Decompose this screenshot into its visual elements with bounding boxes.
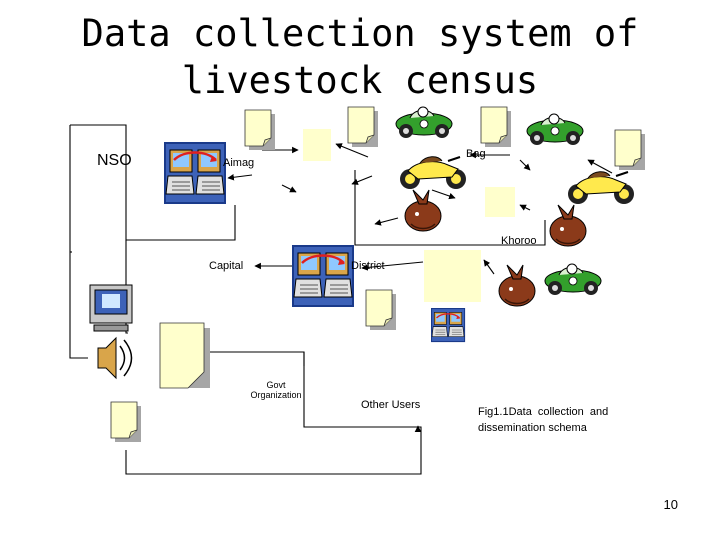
govt-organization-label: Govt Organization bbox=[240, 380, 312, 400]
document-icon bbox=[347, 106, 379, 148]
line-nso-down bbox=[69, 125, 88, 359]
car-icon bbox=[395, 106, 453, 139]
district-record-box bbox=[424, 250, 481, 302]
speaker-icon bbox=[97, 336, 133, 380]
govt-label-line-2: Organization bbox=[250, 390, 302, 400]
caption-line-2: dissemination schema bbox=[478, 422, 587, 434]
khoroo-record-box bbox=[485, 187, 515, 217]
line-bag-loop bbox=[354, 170, 546, 246]
computer-exchange-icon bbox=[162, 140, 228, 206]
govt-label-line-1: Govt bbox=[266, 380, 286, 390]
document-icon bbox=[365, 289, 397, 331]
horse-icon bbox=[498, 264, 536, 307]
document-icon bbox=[480, 106, 512, 148]
figure-caption: Fig1.1Data collection and dissemination … bbox=[478, 404, 608, 436]
horse-icon bbox=[404, 189, 442, 232]
monitor-icon bbox=[89, 284, 133, 332]
caption-line-1: Fig1.1Data collection and bbox=[478, 406, 609, 418]
title-line-1: Data collection system of bbox=[81, 12, 639, 55]
other-users-label: Other Users bbox=[361, 399, 421, 411]
page-number: 10 bbox=[663, 497, 678, 512]
capital-label: Capital bbox=[209, 260, 244, 272]
slide-title: Data collection system of livestock cens… bbox=[0, 10, 720, 104]
district-label: District bbox=[351, 260, 385, 272]
motorcycle-icon bbox=[567, 170, 635, 205]
nso-label: NSO bbox=[97, 152, 132, 169]
bag-label: Bag bbox=[466, 148, 486, 160]
car-icon bbox=[526, 113, 584, 146]
khoroo-label: Khoroo bbox=[501, 235, 537, 247]
arrows bbox=[227, 143, 613, 432]
document-icon bbox=[614, 129, 646, 171]
computer-exchange-icon bbox=[430, 307, 466, 343]
govt-document-icon bbox=[159, 322, 205, 389]
document-icon bbox=[110, 401, 142, 443]
motorcycle-icon bbox=[399, 155, 467, 190]
horse-icon bbox=[549, 204, 587, 247]
computer-exchange-icon bbox=[290, 243, 356, 309]
title-line-2: livestock census bbox=[181, 59, 539, 102]
document-icon bbox=[244, 109, 276, 151]
aimag-label: Aimag bbox=[223, 157, 255, 169]
bag-record-box bbox=[303, 129, 331, 161]
car-icon bbox=[544, 263, 602, 296]
